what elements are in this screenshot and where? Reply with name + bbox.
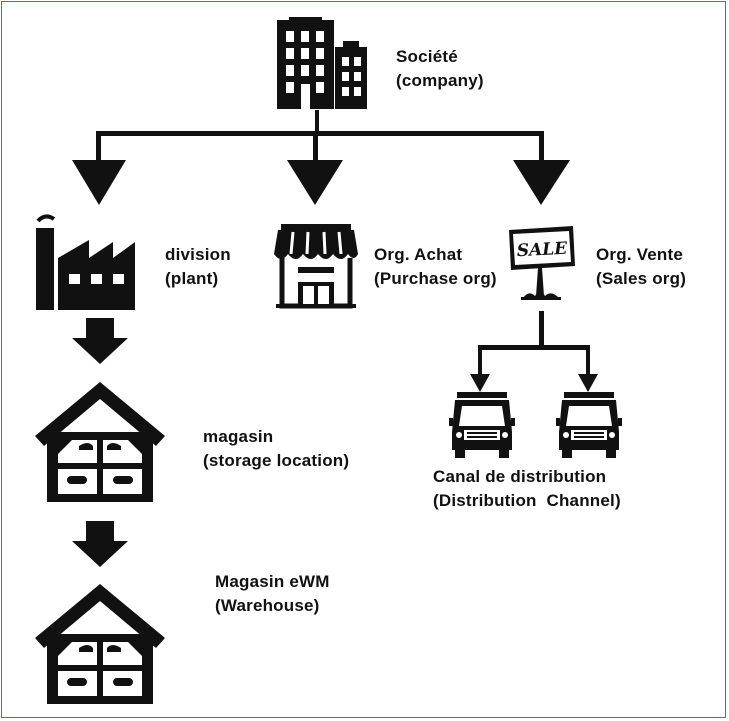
arrow-to-purchase bbox=[287, 160, 343, 205]
truck-icon bbox=[449, 392, 515, 458]
ewm-warehouse-icon bbox=[35, 584, 165, 704]
storage-warehouse-icon bbox=[35, 382, 165, 502]
arrow-to-warehouse bbox=[72, 521, 128, 567]
company-translation: (company) bbox=[396, 71, 484, 90]
sales-org-name: Org. Vente bbox=[596, 245, 684, 264]
distribution-channel-label: Canal de distribution (Distribution Chan… bbox=[433, 465, 621, 513]
warehouse-name: Magasin eWM bbox=[215, 572, 330, 591]
plant-name: division bbox=[165, 245, 231, 264]
storage-location-translation: (storage location) bbox=[203, 451, 350, 470]
arrow-to-plant bbox=[72, 160, 126, 205]
sale-sign-icon: SALE bbox=[509, 226, 575, 300]
distribution-channel-name: Canal de distribution bbox=[433, 467, 607, 486]
distribution-channel-translation: (Distribution Channel) bbox=[433, 491, 621, 510]
connector-lines bbox=[96, 110, 544, 161]
truck-icon bbox=[556, 392, 622, 458]
company-name: Société bbox=[396, 47, 458, 66]
arrow-to-storage bbox=[72, 318, 128, 364]
storage-location-label: magasin (storage location) bbox=[203, 425, 349, 473]
arrow-to-sales bbox=[513, 160, 570, 205]
purchase-org-name: Org. Achat bbox=[374, 245, 463, 264]
warehouse-translation: (Warehouse) bbox=[215, 596, 320, 615]
purchase-org-translation: (Purchase org) bbox=[374, 269, 497, 288]
shop-icon bbox=[274, 224, 358, 309]
sales-org-translation: (Sales org) bbox=[596, 269, 687, 288]
company-label: Société (company) bbox=[396, 45, 484, 93]
office-buildings-icon bbox=[277, 17, 367, 109]
plant-label: division (plant) bbox=[165, 243, 231, 291]
purchase-org-label: Org. Achat (Purchase org) bbox=[374, 243, 497, 291]
storage-location-name: magasin bbox=[203, 427, 274, 446]
sales-org-label: Org. Vente (Sales org) bbox=[596, 243, 686, 291]
factory-icon bbox=[36, 214, 135, 310]
plant-translation: (plant) bbox=[165, 269, 219, 288]
sale-sign-text: SALE bbox=[516, 239, 568, 262]
channel-connector bbox=[470, 311, 598, 392]
warehouse-label: Magasin eWM (Warehouse) bbox=[215, 570, 330, 618]
